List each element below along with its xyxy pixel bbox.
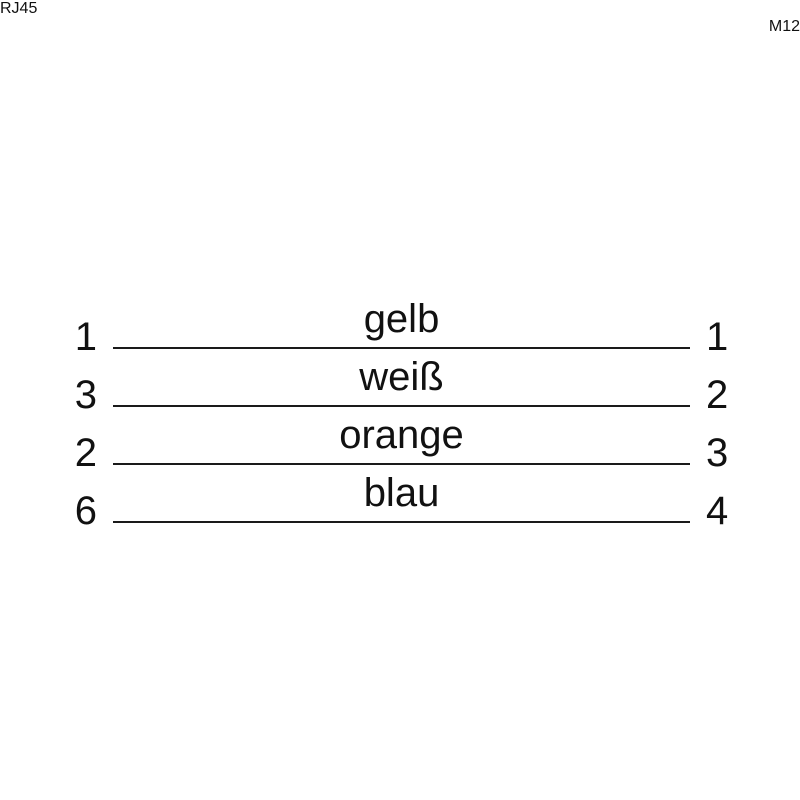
left-pin-number: 3	[74, 373, 97, 417]
left-pin-number: 2	[74, 431, 97, 475]
left-pin-number: 1	[74, 315, 97, 359]
connector-label-m12: M12	[768, 18, 800, 35]
right-pin-number: 4	[706, 489, 729, 533]
right-pin-number: 2	[706, 373, 729, 417]
connection-line	[113, 521, 690, 523]
wire-color-label: gelb	[363, 297, 440, 341]
left-pin-number: 6	[74, 489, 97, 533]
connection-line	[113, 463, 690, 465]
right-pin-number: 3	[706, 431, 729, 475]
connection-line	[113, 347, 690, 349]
wire-color-label: blau	[363, 471, 440, 515]
right-pin-number: 1	[706, 315, 729, 359]
connection-line	[113, 405, 690, 407]
wire-color-label: weiß	[359, 355, 444, 399]
connector-label-rj45: RJ45	[0, 0, 38, 17]
wire-color-label: orange	[339, 413, 464, 457]
